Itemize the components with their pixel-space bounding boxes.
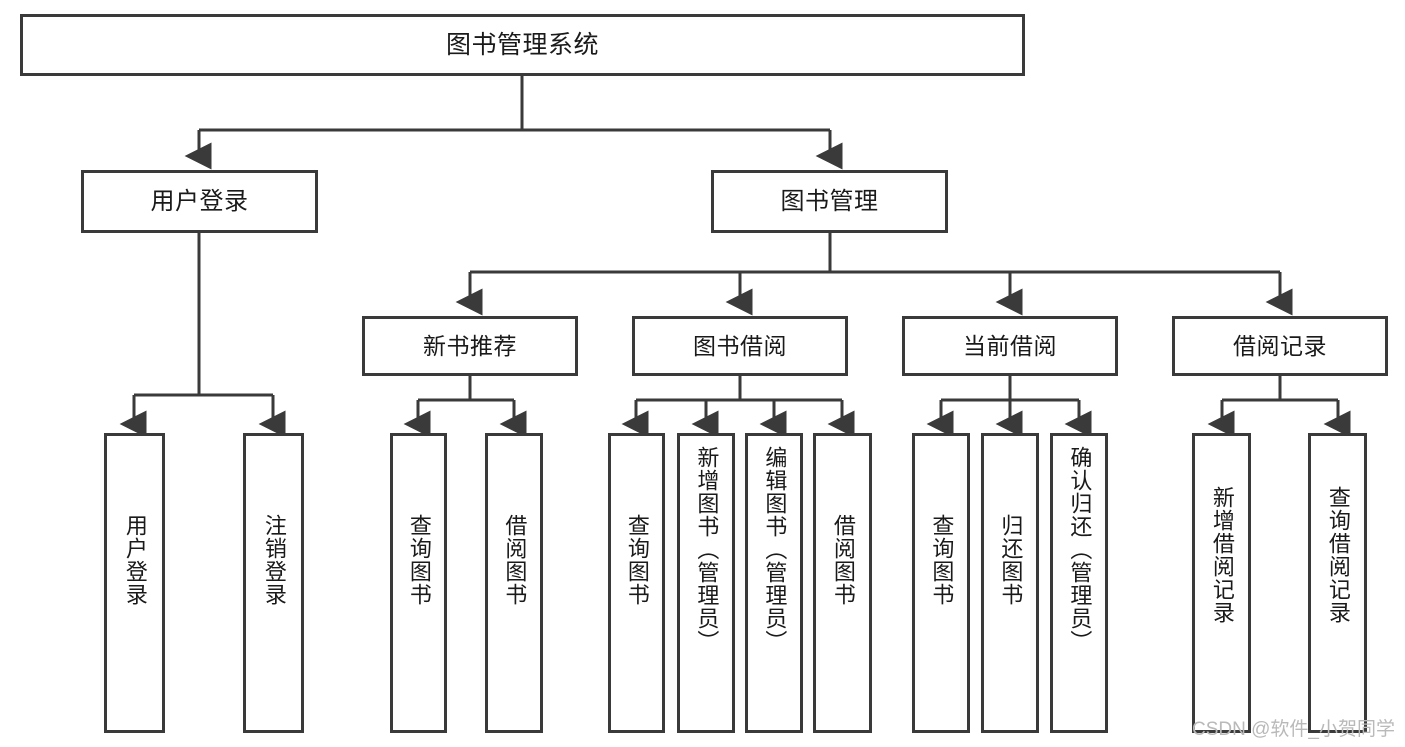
node-label: 图书管理 [780,187,879,215]
node-new-book-recommend[interactable]: 新书推荐 [362,316,578,376]
leaf-current-confirm-return-admin[interactable]: 确认归还（管理员） [1050,433,1108,733]
leaf-borrow-borrow-book[interactable]: 借阅图书 [813,433,872,733]
node-book-borrow[interactable]: 图书借阅 [632,316,848,376]
node-label: 新增图书（管理员） [694,446,720,653]
leaf-borrow-edit-book-admin[interactable]: 编辑图书（管理员） [745,433,803,733]
node-label: 查询借阅记录 [1325,486,1351,624]
node-label: 图书管理系统 [445,30,599,59]
node-label: 归还图书 [998,514,1024,606]
leaf-recommend-borrow-book[interactable]: 借阅图书 [485,433,543,733]
node-label: 注销登录 [261,514,287,606]
node-label: 图书借阅 [693,332,787,359]
node-label: 新增借阅记录 [1209,486,1235,624]
leaf-records-query-record[interactable]: 查询借阅记录 [1308,433,1367,733]
node-borrow-records[interactable]: 借阅记录 [1172,316,1388,376]
leaf-current-return-book[interactable]: 归还图书 [981,433,1039,733]
node-label: 用户登录 [122,514,148,606]
leaf-current-query-book[interactable]: 查询图书 [912,433,970,733]
node-label: 用户登录 [150,187,249,215]
watermark-text: CSDN @软件_小贺同学 [1192,719,1395,740]
node-label: 借阅图书 [830,514,856,606]
node-label: 借阅图书 [502,514,528,606]
node-label: 查询图书 [929,514,955,606]
node-label: 查询图书 [624,514,650,606]
leaf-recommend-query-book[interactable]: 查询图书 [390,433,447,733]
node-label: 编辑图书（管理员） [762,446,788,653]
leaf-records-add-record[interactable]: 新增借阅记录 [1192,433,1251,733]
node-label: 借阅记录 [1233,332,1327,359]
leaf-user-logout[interactable]: 注销登录 [243,433,304,733]
leaf-borrow-query-book[interactable]: 查询图书 [608,433,665,733]
leaf-borrow-add-book-admin[interactable]: 新增图书（管理员） [677,433,735,733]
node-label: 查询图书 [406,514,432,606]
node-book-management[interactable]: 图书管理 [711,170,948,233]
node-label: 新书推荐 [423,332,517,359]
node-label: 确认归还（管理员） [1067,446,1093,653]
node-user-login[interactable]: 用户登录 [81,170,318,233]
leaf-user-login[interactable]: 用户登录 [104,433,165,733]
node-current-borrow[interactable]: 当前借阅 [902,316,1118,376]
node-label: 当前借阅 [963,332,1057,359]
node-root-system[interactable]: 图书管理系统 [20,14,1025,76]
